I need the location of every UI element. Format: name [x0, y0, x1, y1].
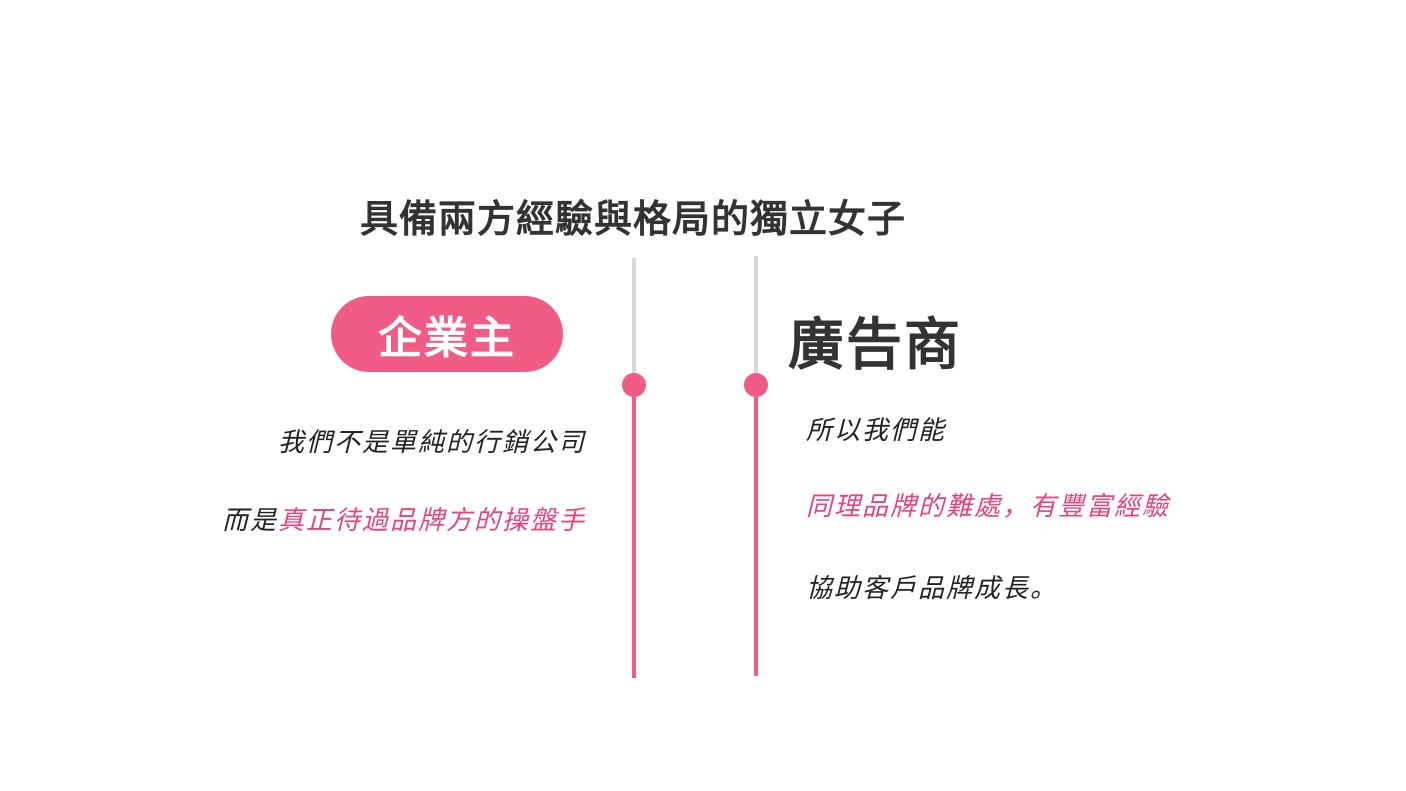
left-line-2-highlight: 真正待過品牌方的操盤手	[277, 506, 586, 536]
left-text-line-2: 而是真正待過品牌方的操盤手	[222, 500, 586, 537]
right-timeline-dot	[744, 373, 768, 397]
right-text-line-2: 同理品牌的難處，有豐富經驗	[806, 486, 1170, 523]
right-line-2-text: 同理品牌的難處，有豐富經驗	[806, 492, 1171, 522]
left-timeline-grey-segment	[632, 258, 636, 384]
badge-label: 企業主	[378, 313, 516, 364]
headline: 具備兩方經驗與格局的獨立女子	[360, 197, 907, 241]
advertiser-title: 廣告商	[788, 313, 962, 378]
right-timeline-pink-segment	[754, 384, 758, 676]
right-text-line-1: 所以我們能	[806, 410, 946, 447]
left-timeline-dot	[622, 373, 646, 397]
left-line-1-text: 我們不是單純的行銷公司	[277, 428, 586, 458]
right-line-1-text: 所以我們能	[806, 416, 947, 446]
left-line-2-prefix: 而是	[221, 506, 278, 536]
right-line-3-text: 協助客戶品牌成長。	[806, 574, 1059, 604]
left-timeline-pink-segment	[632, 384, 636, 678]
left-text-line-1: 我們不是單純的行銷公司	[278, 422, 586, 459]
right-text-line-3: 協助客戶品牌成長。	[806, 568, 1058, 605]
enterprise-owner-badge: 企業主	[331, 296, 563, 372]
right-timeline-grey-segment	[754, 256, 758, 384]
